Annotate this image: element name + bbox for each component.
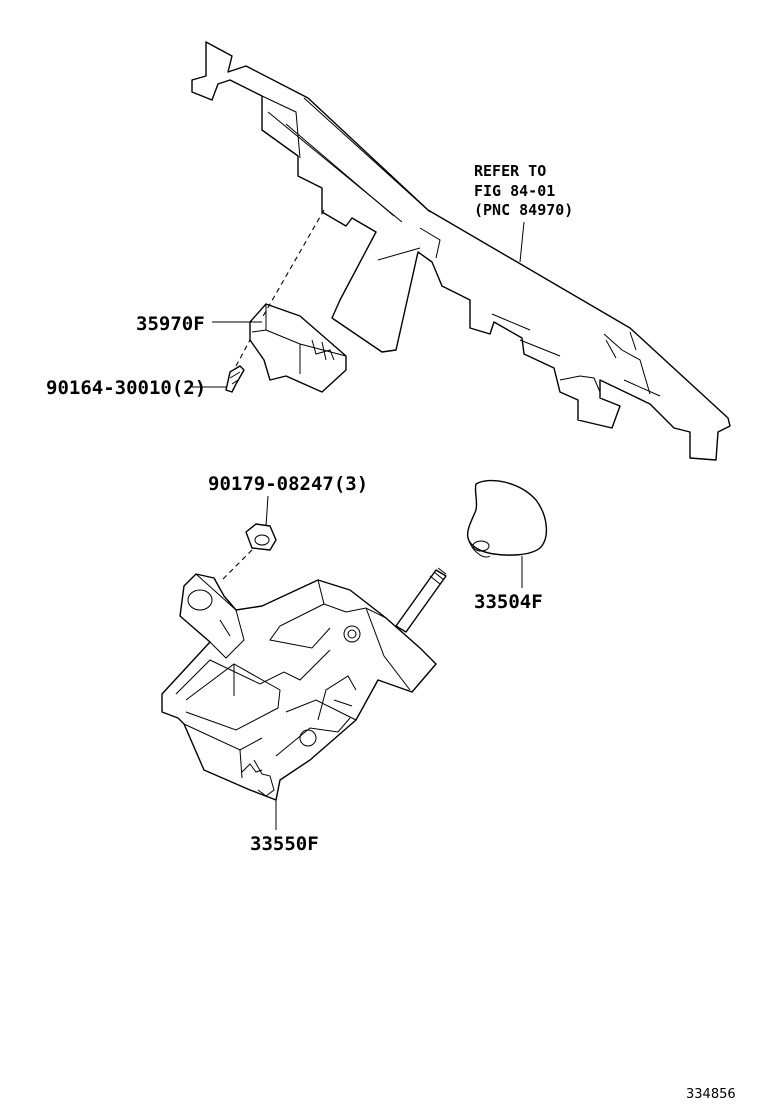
part-33550F-shift-lever-assembly <box>161 567 447 801</box>
label-33550F: 33550F <box>250 833 319 855</box>
part-90164-screw <box>225 365 245 393</box>
bracket-reference-callout: REFER TO FIG 84-01 (PNC 84970) <box>474 162 573 263</box>
label-90179-08247: 90179-08247(3) <box>208 473 368 495</box>
figure-id: 334856 <box>686 1087 736 1102</box>
pnc-ref-line: (PNC 84970) <box>474 201 573 219</box>
fig-ref-line: FIG 84-01 <box>474 182 555 200</box>
instrument-panel-bracket <box>191 41 731 461</box>
part-33504F-shift-knob <box>466 479 547 558</box>
label-90164-30010: 90164-30010(2) <box>46 377 206 399</box>
refer-to-line: REFER TO <box>474 162 546 180</box>
label-35970F: 35970F <box>136 313 205 335</box>
part-90179-nut <box>245 523 277 551</box>
part-35970F-bracket <box>249 303 347 393</box>
label-33504F: 33504F <box>474 591 543 613</box>
